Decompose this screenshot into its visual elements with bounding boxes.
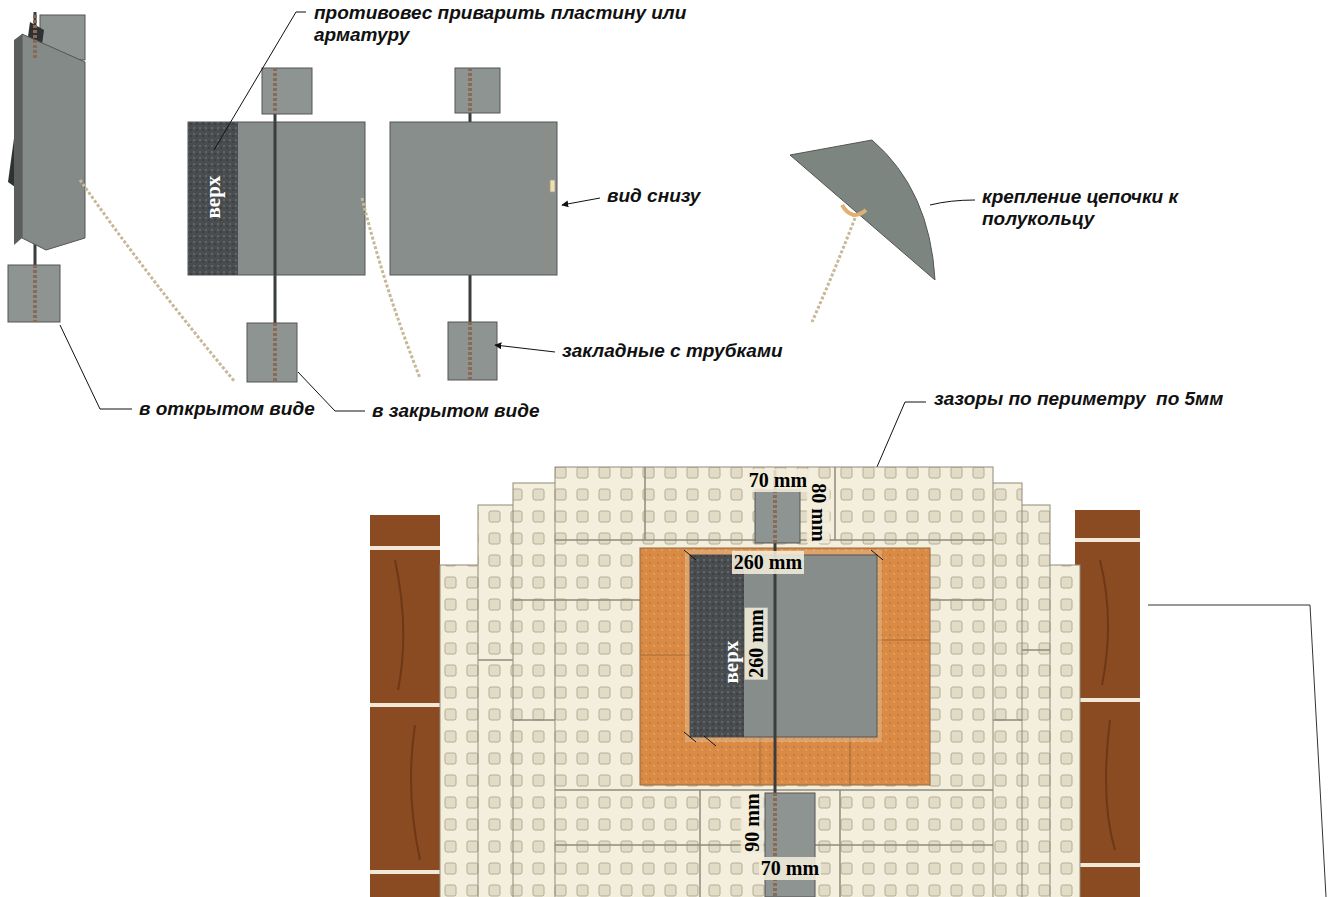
side-mark: верх: [719, 641, 743, 684]
dimension: 90 mm: [740, 791, 763, 853]
bottom-view-damper: [390, 68, 557, 380]
callout-note: вид снизу: [605, 185, 702, 207]
callout-note: закладные с трубками: [560, 340, 785, 362]
callout-note: в открытом виде: [137, 398, 317, 420]
dimension: 70 mm: [759, 857, 821, 880]
callout-note: противовес приварить пластину или армату…: [312, 2, 726, 46]
closed-damper: [188, 68, 420, 382]
dimension: 80 mm: [806, 481, 829, 543]
dimension: 70 mm: [747, 469, 809, 492]
dimension: 260 mm: [732, 551, 804, 574]
open-damper: [8, 12, 235, 382]
stove-top: [370, 467, 1326, 897]
half-ring-detail: [790, 140, 935, 322]
callout-note: в закрытом виде: [370, 400, 541, 422]
side-mark: верх: [201, 176, 225, 219]
callout-note: крепление цепочки к полукольцу: [980, 186, 1184, 230]
dimension: 260 mm: [744, 607, 767, 679]
callout-note: зазоры по периметру по 5мм: [932, 388, 1225, 410]
